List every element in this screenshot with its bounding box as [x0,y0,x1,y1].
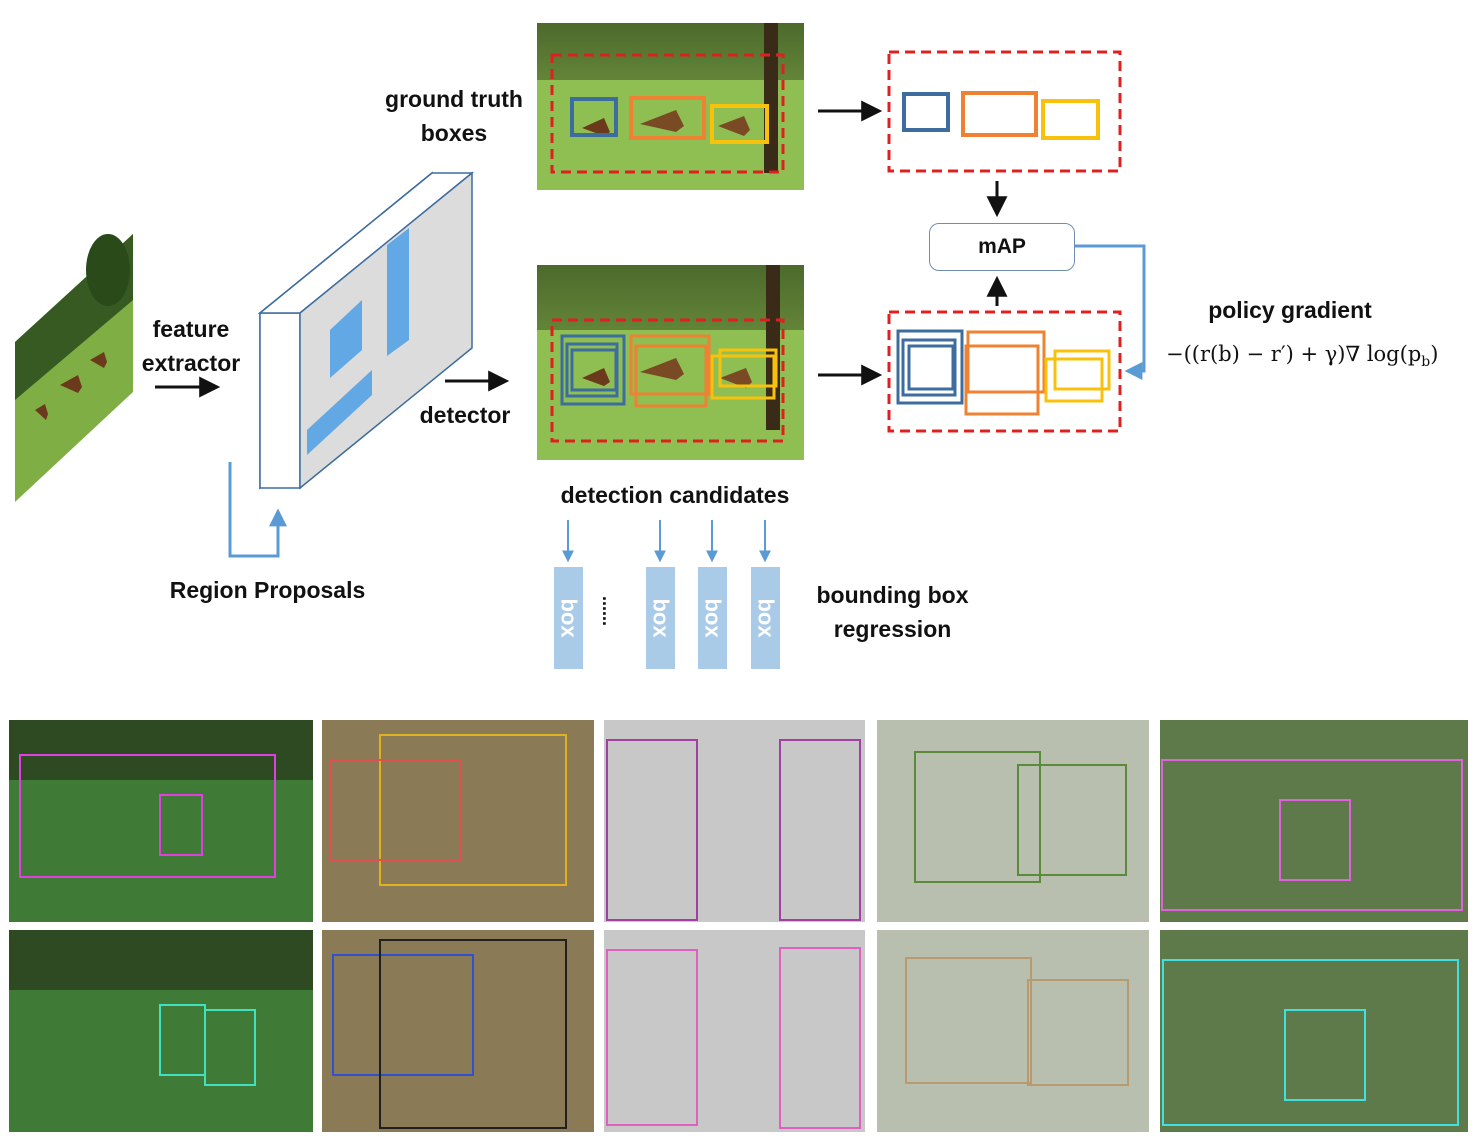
region-proposals-label: Region Proposals [169,577,366,603]
formula-subscript: b [1421,354,1431,371]
box-tag-3-text: box [700,598,726,638]
regression-arrows [562,520,771,563]
ground-truth-label: ground truth boxes [375,82,533,150]
formula-end: ) [1430,342,1439,366]
box-tag-2: box [646,567,675,669]
bbox-regression-line-1: bounding box [816,582,969,608]
box-dots: ...... [599,596,619,627]
box-tag-1-text: box [556,598,582,638]
ground-truth-line-2: boxes [420,120,488,146]
ground-truth-line-1: ground truth [385,86,523,112]
box-tag-4: box [751,567,780,669]
feature-extractor-line-1: feature [152,316,230,342]
feature-extractor-line-2: extractor [141,350,241,376]
feature-extractor-label: feature extractor [136,312,246,380]
policy-gradient-label: policy gradient [1208,297,1372,323]
detector-label: detector [419,402,511,428]
ground-truth-image [537,23,804,190]
detection-candidates-label: detection candidates [560,482,790,508]
policy-feedback-arrow [1074,244,1146,380]
examples-top-row [9,720,1468,922]
region-proposals-arrow [228,462,287,558]
bbox-regression-line-2: regression [833,616,952,642]
ground-truth-box-set [887,50,1122,173]
examples-bottom-row [9,930,1468,1132]
formula-main: −((r(b) − r′) + γ)∇ log(p [1166,342,1422,366]
input-image [15,234,133,502]
feature-extractor-block [257,171,475,490]
policy-gradient-formula: −((r(b) − r′) + γ)∇ log(pb) [1166,342,1438,370]
box-tag-3: box [698,567,727,669]
map-box: mAP [929,223,1075,271]
detection-image [537,265,804,460]
box-tag-2-text: box [648,598,674,638]
box-tag-4-text: box [753,598,779,638]
box-tag-1: box [554,567,583,669]
detection-box-set [887,310,1122,433]
bbox-regression-label: bounding box regression [800,578,985,646]
